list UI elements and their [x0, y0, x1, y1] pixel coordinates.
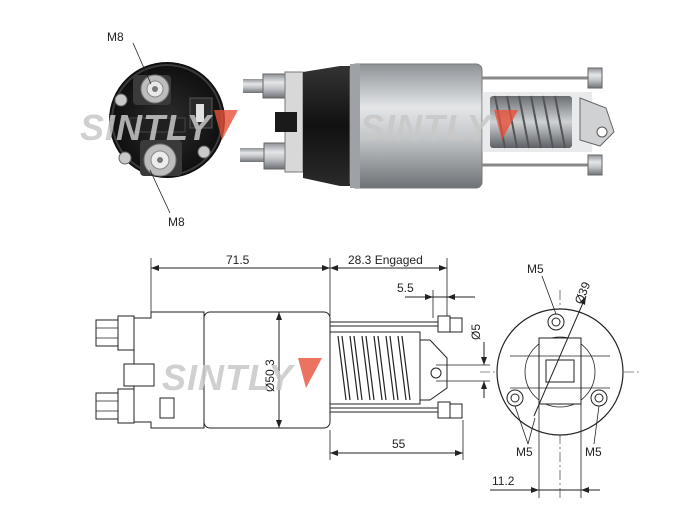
dim-71-5: 71.5	[226, 253, 250, 267]
drw-tab-bottom	[159, 397, 175, 419]
label-m5-top: M5	[527, 262, 544, 276]
drw-cap	[133, 311, 205, 429]
drw-end-pin	[545, 359, 575, 383]
drw-end-inner	[524, 336, 596, 408]
screw-icon	[197, 145, 211, 159]
dim-dia-39: Ø39	[572, 280, 594, 307]
dim-11-2: 11.2	[492, 474, 515, 488]
watermark-accent-icon	[494, 110, 518, 140]
label-m8-top: M8	[107, 30, 124, 44]
drw-washer-bottom	[117, 388, 135, 424]
label-m8-bottom: M8	[168, 215, 185, 229]
spring-photo	[490, 95, 572, 149]
eye-hole	[596, 126, 608, 138]
drw-rod-nut-top	[437, 315, 451, 333]
terminal-bottom	[140, 140, 182, 177]
nut-rod-bottom	[587, 154, 603, 176]
drawing-side-view: 71.5 28.3 Engaged 5.5 Ø50.3	[95, 253, 490, 460]
dim-5-5: 5.5	[397, 281, 414, 295]
watermark-text: SINTLY	[162, 357, 295, 398]
body-seam	[350, 64, 360, 188]
watermark-top-right: SINTLY	[360, 107, 518, 148]
leader-top	[132, 42, 152, 85]
drw-bolt-left	[506, 389, 524, 407]
tab-connector-side	[275, 112, 297, 132]
dim-line-dia-39	[533, 295, 587, 417]
drw-rod-nut-bottom	[437, 401, 451, 419]
dim-dia-5: Ø5	[469, 324, 483, 340]
drw-eye-hole	[430, 367, 442, 379]
drw-bolt-top	[547, 313, 565, 331]
tab-pin	[196, 104, 204, 122]
screw-icon	[118, 151, 132, 165]
leader-bottom	[149, 169, 171, 214]
nut-top	[262, 73, 286, 99]
nut-bottom	[263, 142, 289, 170]
middle-bar	[129, 117, 186, 133]
drw-spring	[337, 335, 411, 401]
drw-bolt-right	[590, 389, 608, 407]
plunger-eye	[579, 97, 615, 147]
watermark-text: SINTLY	[80, 107, 213, 148]
watermark-bottom: SINTLY	[162, 357, 322, 398]
screw-icon	[114, 93, 128, 107]
drw-nut-bottom	[95, 392, 119, 420]
photo-side-view	[240, 63, 615, 189]
watermark-accent-icon	[298, 358, 322, 388]
terminal-top	[133, 74, 171, 105]
stud-bottom	[240, 148, 264, 162]
drw-tab	[123, 363, 155, 387]
watermark-top-left: SINTLY	[80, 107, 238, 148]
dim-engaged: 28.3 Engaged	[348, 253, 423, 267]
black-cap	[303, 66, 352, 186]
stud-top	[243, 79, 263, 93]
dim-55: 55	[392, 437, 406, 451]
label-m5-right: M5	[585, 445, 602, 459]
drw-nut-top	[95, 319, 119, 347]
watermark-text: SINTLY	[360, 107, 493, 148]
photo-end-view: M8 M8	[107, 30, 225, 229]
watermark-accent-icon	[214, 110, 238, 140]
drawing-end-view: Ø39 M5 M5 M5 11.2	[480, 262, 640, 500]
nut-rod-top	[587, 67, 603, 89]
dim-dia-50-3: Ø50.3	[263, 359, 277, 392]
drw-washer-top	[117, 315, 135, 351]
label-m5-left: M5	[516, 445, 533, 459]
